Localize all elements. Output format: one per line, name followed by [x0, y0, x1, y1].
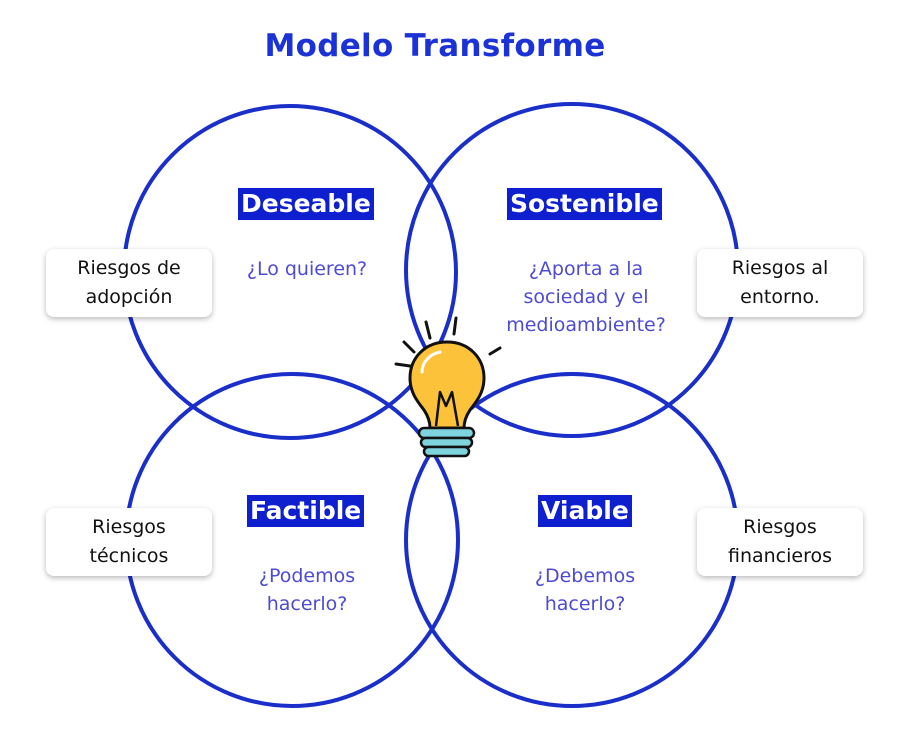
label-factible: Factible [247, 495, 365, 527]
label-deseable: Deseable [238, 188, 374, 220]
question-deseable: ¿Lo quieren? [246, 258, 368, 280]
question-viable: ¿Debemos hacerlo? [534, 565, 636, 615]
diagram-title: Modelo Transforme [264, 28, 606, 64]
risk-box-financieros: Riesgos financieros [697, 508, 863, 576]
question-sostenible: ¿Aporta a la sociedad y el medioambiente… [506, 258, 666, 336]
question-factible: ¿Podemos hacerlo? [258, 565, 356, 615]
light-bulb-icon [394, 316, 502, 458]
risk-box-adopcion: Riesgos de adopción [46, 249, 212, 317]
label-viable: Viable [538, 495, 632, 527]
label-sostenible: Sostenible [507, 188, 662, 220]
risk-box-entorno: Riesgos al entorno. [697, 249, 863, 317]
risk-box-tecnicos: Riesgos técnicos [46, 508, 212, 576]
